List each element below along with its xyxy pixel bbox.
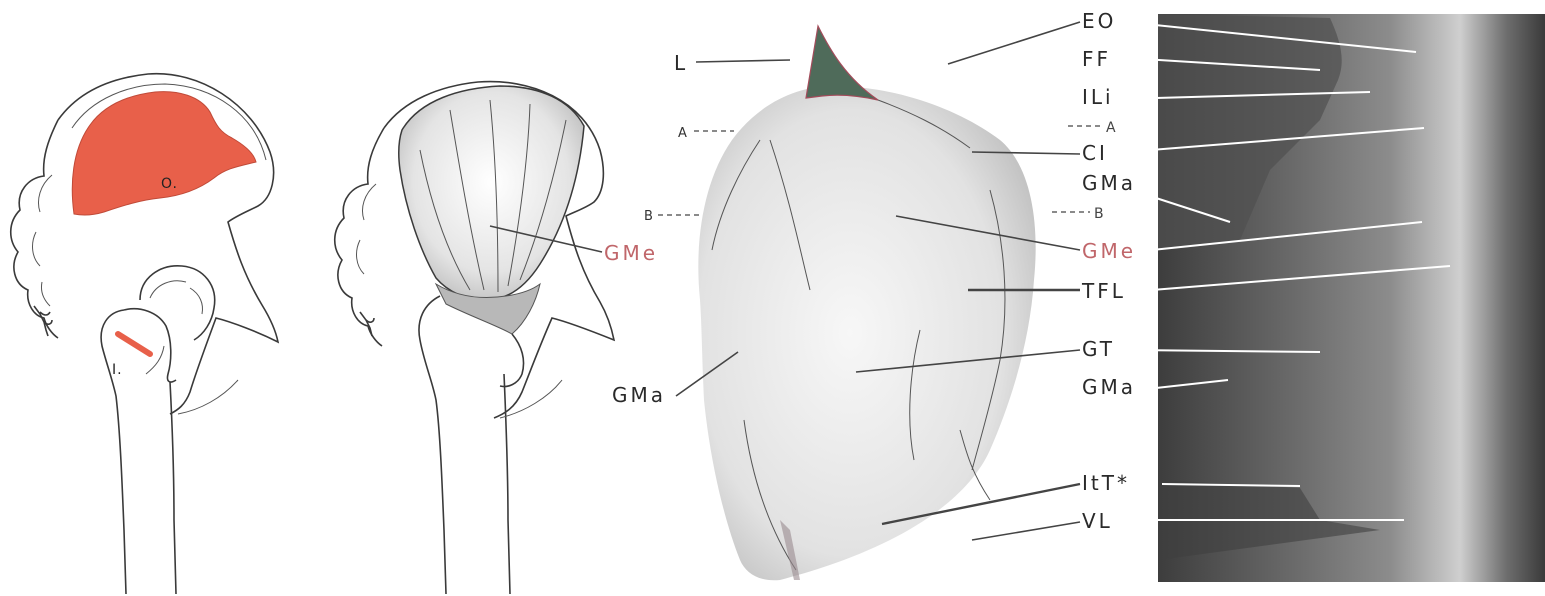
gme-label: GMe xyxy=(604,241,658,265)
label-gma-left: GMa xyxy=(612,383,666,407)
panel-gluteus-medius: GMe xyxy=(335,82,658,594)
origin-label: O. xyxy=(161,176,178,192)
sacrum-inner-2 xyxy=(357,184,376,274)
label-ff: FF xyxy=(1082,47,1111,71)
label-b-right: B xyxy=(1094,206,1105,222)
sacrum-inner xyxy=(33,175,52,306)
label-gt: GT xyxy=(1082,337,1115,361)
sacrum-outline-2 xyxy=(335,128,384,346)
label-vl: VL xyxy=(1082,509,1113,533)
panel-origin-insertion: O. I. xyxy=(11,74,278,594)
label-tfl: TFL xyxy=(1081,279,1126,303)
label-gma-lower: GMa xyxy=(1082,375,1136,399)
coccyx xyxy=(34,306,52,336)
label-eo: EO xyxy=(1082,9,1116,33)
femur-outline-2 xyxy=(419,296,510,594)
label-a-right: A xyxy=(1106,120,1117,136)
panel-surface-anatomy: L A B GMa EO FF ILi A CI GMa B GMe TFL G… xyxy=(612,9,1545,582)
label-b-left: B xyxy=(644,209,653,224)
sacrum-outline xyxy=(11,120,58,338)
label-ci: CI xyxy=(1082,141,1108,165)
label-l: L xyxy=(674,51,688,75)
label-a-left: A xyxy=(678,126,687,141)
gluteus-medius-insertion-area xyxy=(118,334,150,354)
label-itt: ItT* xyxy=(1082,471,1130,495)
leader-eo-left xyxy=(948,22,1080,64)
label-ili: ILi xyxy=(1082,85,1114,109)
gluteus-medius-origin-area xyxy=(72,92,256,215)
insertion-label: I. xyxy=(112,362,123,378)
label-gme-right: GMe xyxy=(1082,239,1136,263)
leader-vl-left xyxy=(972,522,1080,540)
femoral-head xyxy=(140,266,215,340)
femur-outline xyxy=(101,310,176,594)
label-gma-upper: GMa xyxy=(1082,171,1136,195)
hip-body-shape xyxy=(698,86,1035,580)
leader-l xyxy=(696,60,790,62)
acetabulum-rim xyxy=(150,281,203,314)
